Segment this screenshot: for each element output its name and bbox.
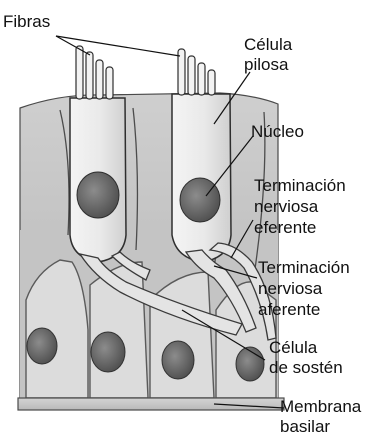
support-cell-left: [26, 260, 88, 398]
label-support-line2: de sostén: [269, 358, 343, 377]
label-afferent-line2: nerviosa: [258, 279, 322, 298]
label-membrane-line1: Membrana: [280, 397, 361, 416]
label-afferent-line3: aferente: [258, 300, 320, 319]
hair-cell-left-nucleus: [77, 172, 119, 218]
label-nucleus: Núcleo: [251, 122, 304, 141]
label-efferent-line3: eferente: [254, 218, 316, 237]
support-cell-middle-right: [150, 272, 214, 398]
label-efferent-line1: Terminación: [254, 176, 346, 195]
label-hair-cell-line2: pilosa: [244, 55, 288, 74]
basilar-membrane: [18, 398, 284, 410]
label-support-line1: Célula: [269, 338, 317, 357]
label-fibers: Fibras: [3, 12, 50, 31]
label-hair-cell-line1: Célula: [244, 35, 292, 54]
stereocilia-left: [76, 46, 113, 99]
hair-cell-right-nucleus: [180, 178, 220, 222]
label-afferent-line1: Terminación: [258, 258, 350, 277]
stereocilia-right: [178, 49, 215, 95]
label-efferent-line2: nerviosa: [254, 197, 318, 216]
label-membrane-line2: basilar: [280, 417, 330, 436]
